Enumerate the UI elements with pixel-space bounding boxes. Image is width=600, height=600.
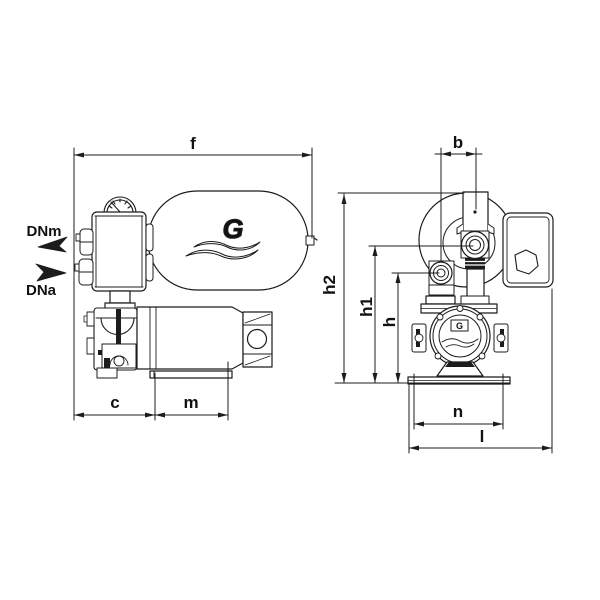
pump-foot bbox=[436, 361, 484, 377]
label-n: n bbox=[453, 402, 463, 421]
label-c: c bbox=[110, 393, 119, 412]
dimension-labels: f b h2 h1 h c m n l DNm DNa bbox=[26, 133, 484, 446]
port-dnm-side bbox=[75, 228, 94, 256]
port-dna-side bbox=[74, 258, 94, 286]
pump-front: G bbox=[407, 303, 511, 385]
mounting-lug-right bbox=[493, 323, 509, 353]
label-h1: h1 bbox=[357, 297, 376, 317]
port-dnm-end bbox=[460, 230, 490, 306]
label-l: l bbox=[480, 427, 485, 446]
brand-logo-letter-small: G bbox=[456, 321, 463, 331]
dnm-arrow-icon bbox=[37, 236, 68, 253]
dimension-b bbox=[434, 147, 483, 263]
label-f: f bbox=[190, 134, 196, 153]
end-view: G bbox=[407, 191, 554, 385]
label-h2: h2 bbox=[320, 275, 339, 295]
logo-wave-lower bbox=[185, 249, 259, 260]
brand-logo-tank: G bbox=[185, 213, 261, 260]
motor-side bbox=[136, 306, 273, 379]
logo-wave-upper bbox=[193, 241, 261, 251]
mounting-lug-left bbox=[411, 323, 427, 353]
label-m: m bbox=[183, 393, 198, 412]
dna-arrow-icon bbox=[35, 263, 67, 282]
dimension-f bbox=[73, 147, 313, 421]
flow-arrows bbox=[35, 236, 68, 282]
motor-base bbox=[149, 370, 233, 379]
port-dna-end bbox=[425, 260, 456, 305]
label-b: b bbox=[453, 133, 463, 152]
junction-box bbox=[502, 212, 554, 288]
pressure-switch bbox=[74, 211, 154, 312]
brand-logo-pump: G bbox=[441, 319, 479, 348]
dimension-l bbox=[408, 288, 553, 454]
base-plate bbox=[407, 376, 511, 385]
label-dnm: DNm bbox=[26, 223, 61, 240]
pressure-gauge bbox=[103, 196, 137, 214]
dimension-h2 bbox=[337, 192, 465, 384]
dimension-n bbox=[413, 373, 504, 430]
dimension-h1 bbox=[368, 245, 474, 384]
pump-head-side bbox=[83, 307, 138, 379]
cable-gland-hex bbox=[514, 249, 539, 275]
side-view: G bbox=[74, 190, 318, 379]
dimension-h bbox=[391, 272, 440, 384]
brand-logo-letter: G bbox=[222, 214, 243, 244]
pressure-tank-side bbox=[147, 190, 318, 291]
dimensions bbox=[35, 147, 553, 454]
label-dna: DNa bbox=[26, 282, 57, 299]
label-h: h bbox=[380, 317, 399, 327]
fan-cover-circle bbox=[246, 328, 268, 350]
dimension-c-m bbox=[73, 361, 229, 421]
